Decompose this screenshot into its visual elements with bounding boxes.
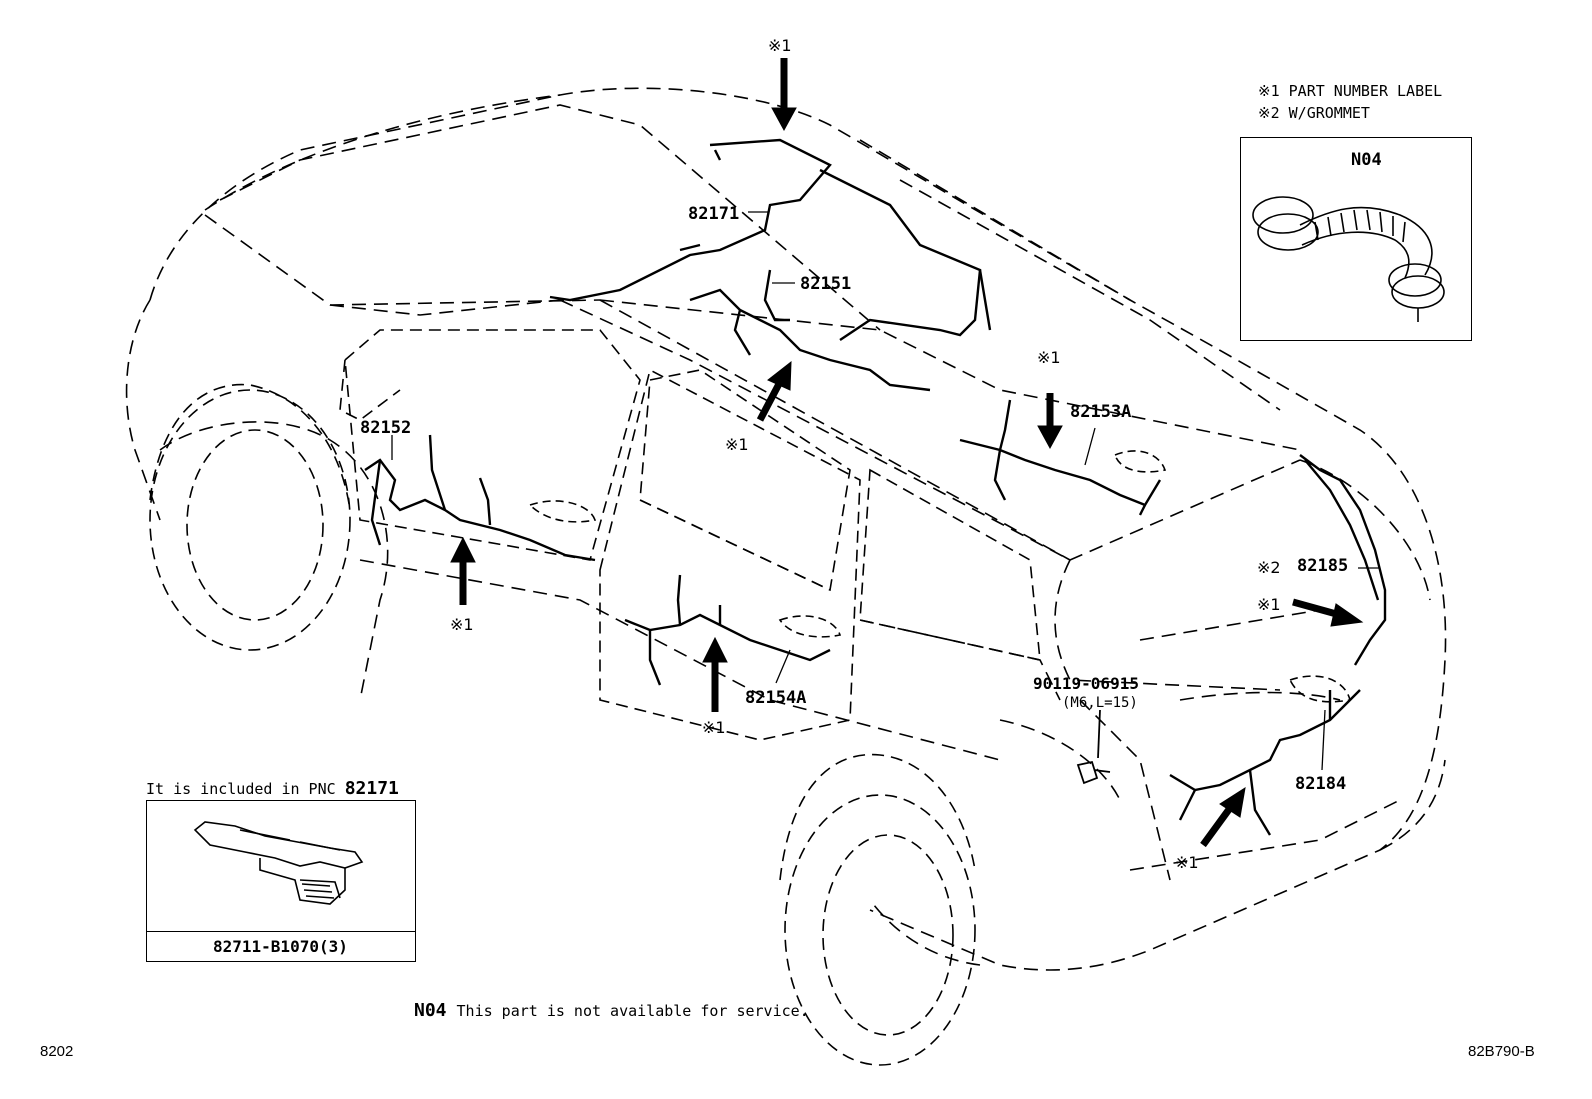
grommet-inset-box: N04 <box>1240 137 1472 341</box>
grommet-inset-code: N04 <box>1351 150 1382 170</box>
grommet-n04-icon <box>1252 196 1445 322</box>
clip-82711-icon <box>193 821 364 905</box>
front-wheel <box>149 389 351 651</box>
legend-text: W/GROMMET <box>1288 104 1370 122</box>
legend-text: PART NUMBER LABEL <box>1288 82 1443 100</box>
part-label-82151: 82151 <box>800 274 852 294</box>
arrow-82153A <box>1037 393 1063 450</box>
legend: ※1 PART NUMBER LABEL ※2 W/GROMMET <box>1258 80 1442 124</box>
label-arrows <box>450 58 1364 848</box>
wheels <box>149 383 976 1066</box>
part-label-bolt: 90119-06915 <box>1033 674 1139 693</box>
label-mark-82184: ※1 <box>1175 853 1199 872</box>
legend-item-1: ※1 PART NUMBER LABEL <box>1258 80 1442 102</box>
bolt-spec: (M6,L=15) <box>1062 695 1138 711</box>
rear-wheel <box>784 794 976 1066</box>
part-label-82153A: 82153A <box>1070 402 1132 422</box>
clip-inset-divider <box>147 931 415 932</box>
part-label-82154A: 82154A <box>745 688 807 708</box>
harness-82153A <box>959 399 1162 516</box>
footer-left-code: 8202 <box>40 1043 74 1060</box>
clip-inset-caption-prefix: It is included in PNC <box>146 780 336 798</box>
doors-and-windows <box>339 329 1041 741</box>
arrow-roof <box>771 58 797 132</box>
harness-82154A <box>624 574 831 686</box>
clip-inset-box: 82711-B1070(3) <box>146 800 416 962</box>
part-label-82185: 82185 <box>1297 556 1349 576</box>
label-mark-82152: ※1 <box>450 615 474 634</box>
harness-82151 <box>689 269 931 392</box>
harness-82152 <box>364 434 596 562</box>
service-note-text: This part is not available for service. <box>456 1002 809 1020</box>
arrow-82185 <box>1292 598 1364 627</box>
legend-mark: ※1 <box>1258 82 1280 100</box>
label-mark-roof: ※1 <box>768 36 792 55</box>
service-note: N04 This part is not available for servic… <box>414 1000 809 1021</box>
footer-right-code: 82B790-B <box>1468 1043 1535 1060</box>
part-label-82184: 82184 <box>1295 774 1347 794</box>
rear-wheel-rim <box>822 834 954 1036</box>
clip-inset-part: 82711-B1070(3) <box>213 937 348 956</box>
label-mark-82151: ※1 <box>725 435 749 454</box>
harness-82184 <box>1169 689 1361 836</box>
label-mark-82154A: ※1 <box>702 718 726 737</box>
harness-82171 <box>549 138 992 341</box>
service-note-code: N04 <box>414 1000 447 1021</box>
legend-item-2: ※2 W/GROMMET <box>1258 102 1442 124</box>
harness-82185 <box>1299 454 1387 666</box>
label-mark-82185: ※1 <box>1257 595 1281 614</box>
arrow-82184 <box>1200 786 1246 848</box>
leader-lines <box>391 211 1380 771</box>
label-mark-82153A: ※1 <box>1037 348 1061 367</box>
arrow-82154A <box>702 636 728 712</box>
legend-mark: ※2 <box>1258 104 1280 122</box>
grommet-mark-82185: ※2 <box>1257 558 1281 577</box>
clip-inset-caption-pnc: 82171 <box>344 778 399 799</box>
bolt-icon <box>1076 709 1111 785</box>
part-label-82152: 82152 <box>360 418 412 438</box>
door-handles <box>528 450 1351 703</box>
clip-inset-caption: It is included in PNC 82171 <box>146 778 399 799</box>
arrow-82151 <box>756 360 792 422</box>
arrow-82152 <box>450 536 476 605</box>
front-wheel-rim <box>186 429 324 621</box>
part-label-82171: 82171 <box>688 204 740 224</box>
